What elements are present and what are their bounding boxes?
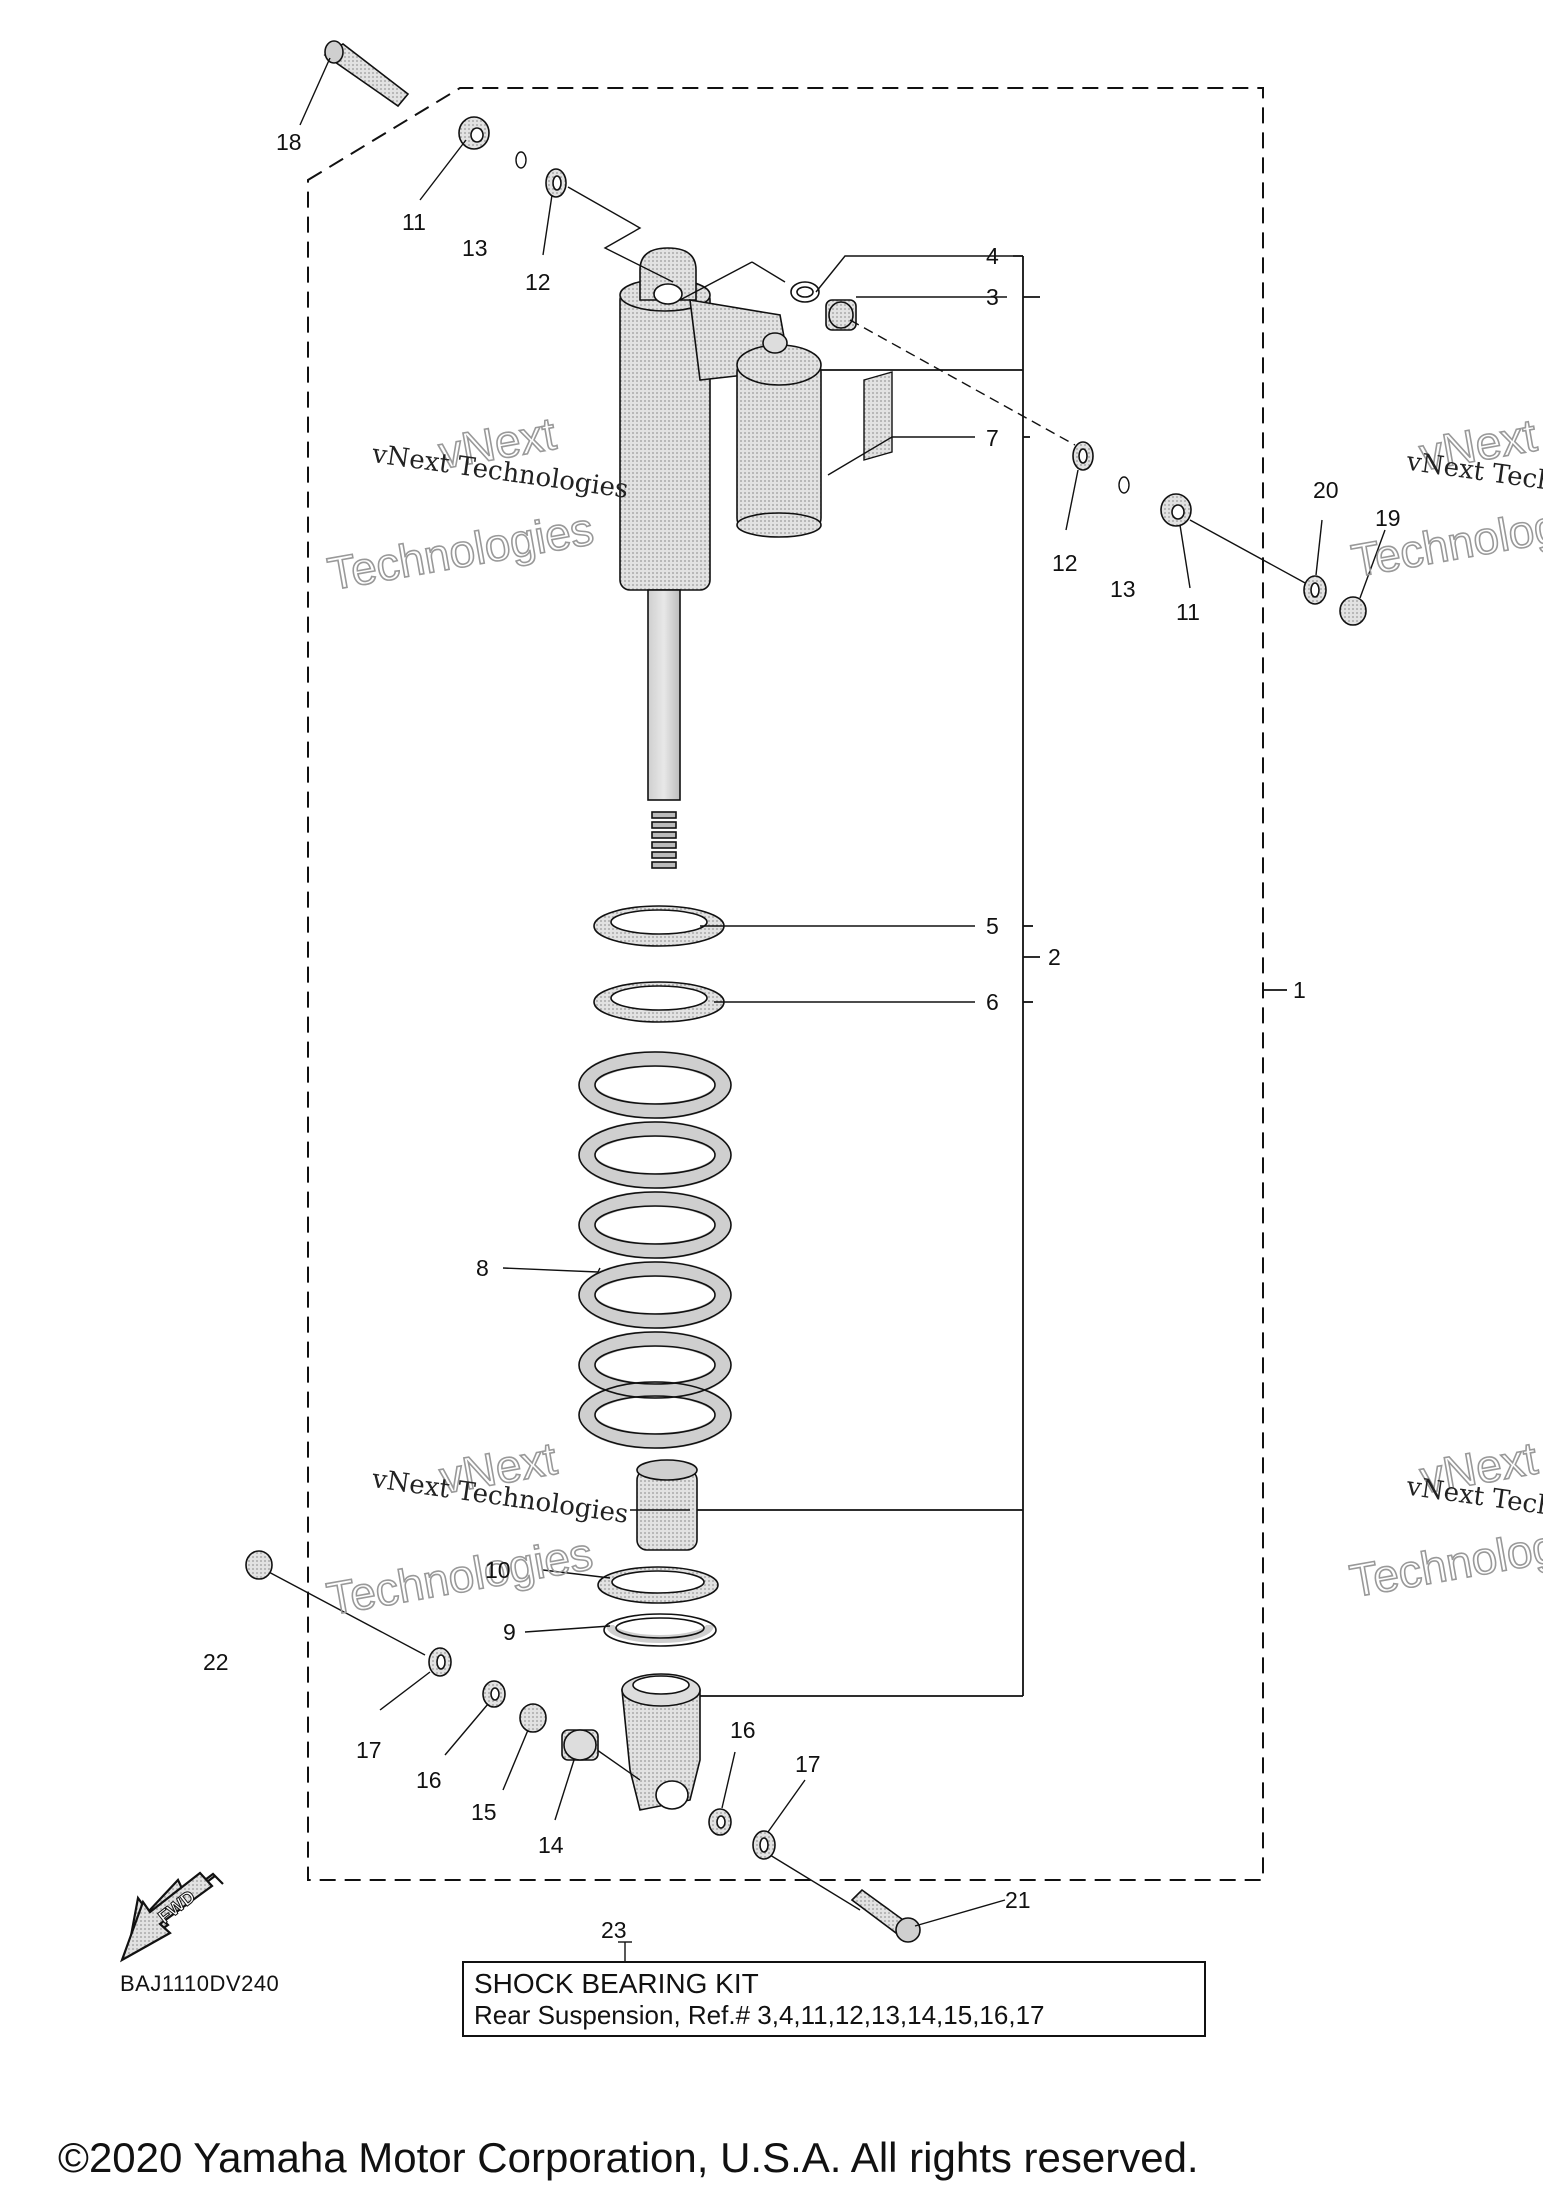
axis-line-lower-c — [769, 1854, 861, 1911]
callout-13-lower: 13 — [1110, 576, 1136, 602]
callout-11-lower: 11 — [1176, 599, 1200, 625]
callout-20: 20 — [1313, 477, 1339, 503]
leader-ref-4-body-b — [751, 261, 786, 283]
lock-ring-part-6 — [593, 981, 725, 1023]
seal-part-12-lower — [1072, 441, 1094, 471]
washer-part-17-left — [428, 1647, 452, 1677]
seal-part-16-right — [708, 1808, 732, 1836]
copyright-notice: ©2020 Yamaha Motor Corporation, U.S.A. A… — [58, 2134, 1199, 2181]
bushing-part-15 — [519, 1703, 547, 1733]
callout-12-lower: 12 — [1052, 550, 1078, 576]
axis-line-lower — [264, 1569, 426, 1656]
bolt-part-18 — [323, 40, 410, 108]
kit-description: Rear Suspension, Ref.# 3,4,11,12,13,14,1… — [474, 2000, 1045, 2030]
callout-1: 1 — [1293, 977, 1306, 1003]
collar-part-11-upper — [458, 116, 490, 150]
callout-2: 2 — [1048, 944, 1061, 970]
leader-ref-8 — [502, 1267, 599, 1273]
leader-ref-7 — [827, 436, 975, 476]
svg-text:Technologies: Technologies — [1348, 489, 1543, 587]
ring-part-13-upper — [515, 151, 527, 169]
callout-19: 19 — [1375, 505, 1401, 531]
leader-ref-10 — [542, 1569, 611, 1579]
callout-17-right: 17 — [795, 1751, 821, 1777]
callout-leaders — [299, 57, 1386, 1961]
shock-damper-body — [619, 247, 822, 869]
bushing-part-3 — [825, 299, 857, 331]
leader-ref-4 — [815, 255, 1013, 293]
kit-title: SHOCK BEARING KIT — [474, 1968, 759, 1999]
bump-stop — [636, 1459, 698, 1551]
diagram-code: BAJ1110DV240 — [120, 1971, 280, 1996]
seal-part-16-left — [482, 1680, 506, 1708]
ring-part-13-lower — [1118, 476, 1130, 494]
adjuster-ring-part-5 — [593, 905, 725, 947]
leader-ref-12-upper — [567, 186, 674, 283]
bolt-part-21 — [850, 1888, 921, 1943]
washer-part-17-right — [752, 1830, 776, 1860]
callout-13-upper: 13 — [462, 235, 488, 261]
collar-part-11-lower — [1160, 493, 1192, 527]
nut-part-19 — [1339, 596, 1367, 626]
callout-5: 5 — [986, 913, 999, 939]
bearing-part-14 — [561, 1729, 599, 1761]
leader-ref-4-to-body — [679, 261, 753, 301]
seal-part-12-upper — [545, 168, 567, 198]
washer-part-20 — [1303, 575, 1327, 605]
callout-4: 4 — [986, 243, 999, 269]
callout-16-left: 16 — [416, 1767, 442, 1793]
callout-9: 9 — [503, 1619, 516, 1645]
assembly-boundary-dashed — [307, 87, 1264, 1881]
nut-part-22 — [245, 1550, 273, 1580]
svg-text:Technologies: Technologies — [324, 502, 597, 600]
callout-22: 22 — [203, 1649, 229, 1675]
lower-eye-mount — [621, 1673, 701, 1811]
callout-10: 10 — [485, 1557, 511, 1583]
ring-part-4 — [790, 281, 820, 303]
callout-15: 15 — [471, 1799, 497, 1825]
svg-text:Technologies: Technologies — [1346, 1509, 1543, 1607]
callout-11-upper: 11 — [402, 209, 426, 235]
callout-21: 21 — [1005, 1887, 1031, 1913]
spring-seat-part-10 — [597, 1566, 719, 1604]
callout-7: 7 — [986, 425, 999, 451]
watermark-upper-left: vNext Technologies vNext Technologies — [323, 406, 630, 601]
bracket-ref-2 — [690, 255, 1040, 1697]
leader-ref-9 — [524, 1625, 611, 1633]
callout-8: 8 — [476, 1255, 489, 1281]
clip-part-9 — [603, 1613, 717, 1647]
callout-16-right: 16 — [730, 1717, 756, 1743]
axis-line-right — [849, 319, 1076, 446]
callout-labels: 18 11 13 12 4 3 7 20 19 12 13 11 5 2 1 6… — [203, 129, 1401, 1943]
watermark-upper-right: vNext Technologies vNext Technologies — [1347, 408, 1543, 588]
axis-line-right-b — [1189, 519, 1308, 585]
watermark-lower-left: vNext Technologies vNext Technologies — [322, 1431, 630, 1626]
coil-spring-part-8 — [578, 1051, 732, 1449]
watermark-lower-right: vNext Technologies vNext Technologies — [1345, 1431, 1543, 1608]
callout-18: 18 — [276, 129, 302, 155]
callout-3: 3 — [986, 284, 999, 310]
svg-text:Technologies: Technologies — [323, 1527, 596, 1625]
callout-12-upper: 12 — [525, 269, 551, 295]
shock-bearing-kit-box: SHOCK BEARING KIT Rear Suspension, Ref.#… — [462, 1961, 1206, 2037]
callout-14: 14 — [538, 1832, 564, 1858]
label-part-7 — [863, 371, 893, 461]
callout-23: 23 — [601, 1917, 627, 1943]
callout-17-left: 17 — [356, 1737, 382, 1763]
callout-6: 6 — [986, 989, 999, 1015]
fwd-arrow-icon: FWD — [119, 1871, 224, 1963]
